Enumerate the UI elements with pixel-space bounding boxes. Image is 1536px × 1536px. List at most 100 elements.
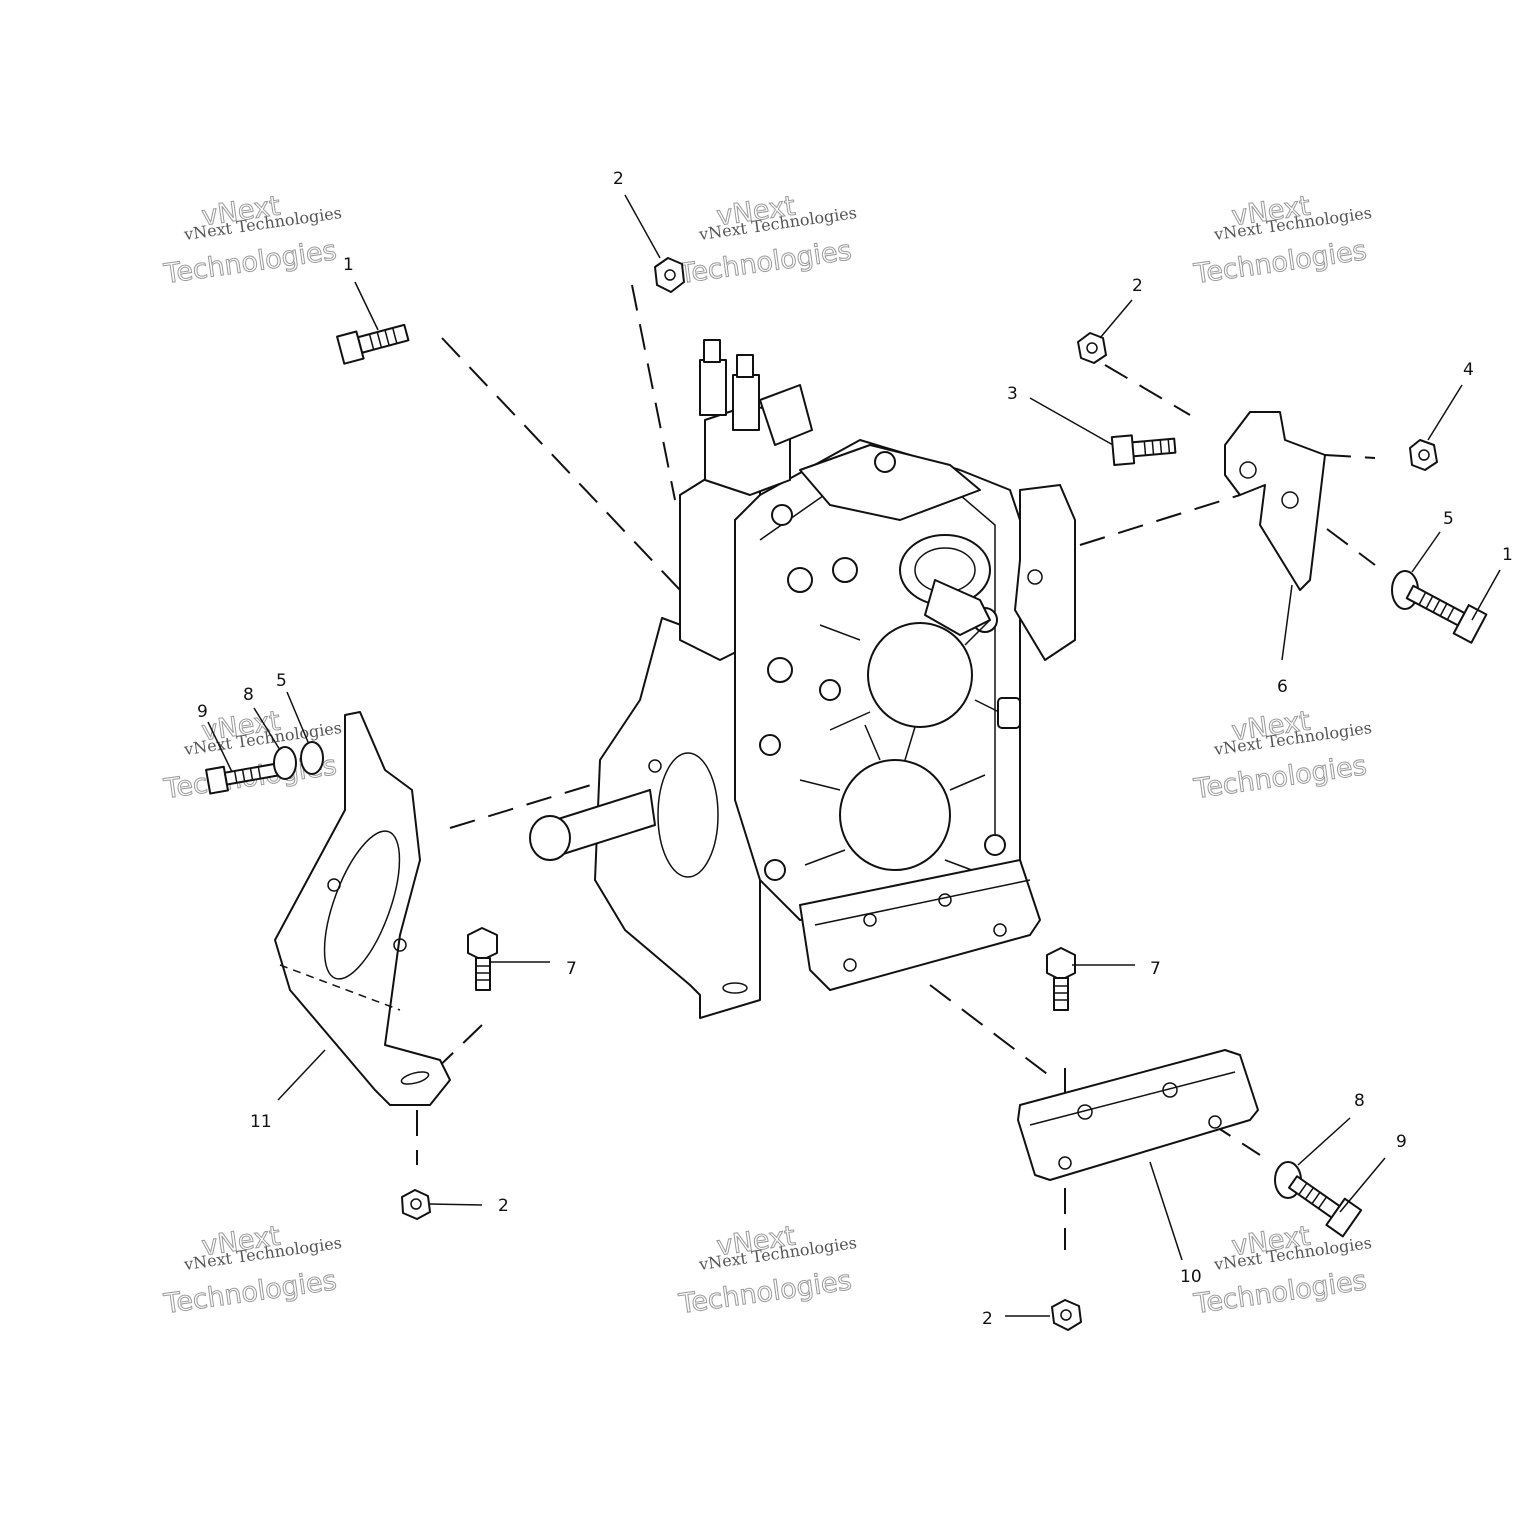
casing-ribs (799, 619, 1006, 876)
bolt-threads (1298, 1182, 1328, 1209)
callout-2-lower-left: 2 (498, 1196, 509, 1216)
case-knob (787, 567, 813, 593)
nut-2-right (1077, 332, 1107, 364)
leader-5-left (286, 691, 309, 743)
bracket-11 (274, 711, 451, 1106)
washer-8-left (273, 746, 297, 780)
callout-10: 10 (1180, 1267, 1202, 1287)
dash-line-bolt1 (441, 337, 681, 591)
case-bottom-bracket-fold (814, 879, 1031, 926)
watermark-top-left: vNext vNext Technologies Technologies (161, 190, 343, 291)
nut-2-top (654, 257, 685, 293)
bolt-shank (1405, 584, 1466, 627)
bracket-6-hole-bottom (1281, 491, 1299, 509)
leader-1-right (1471, 569, 1501, 621)
bolt-head (205, 765, 229, 795)
callout-7-right: 7 (1150, 959, 1161, 979)
washer-5-left (300, 741, 324, 775)
bracket-10-hole (1162, 1082, 1178, 1098)
nut-2-top-hole (664, 269, 676, 281)
bracket-6 (1224, 411, 1326, 591)
mount-plate-slot (657, 752, 719, 878)
bolt-7-left (467, 927, 498, 991)
electrical-connector (759, 384, 813, 446)
input-shaft-spline-end (529, 815, 571, 861)
dash-line-bracket6 (1079, 494, 1241, 546)
bolt-threads (476, 965, 490, 981)
bracket-6-hole-top (1239, 461, 1257, 479)
leader-9-right (1339, 1157, 1386, 1213)
bolt-7-right (1046, 947, 1076, 1011)
case-bolt-boss (764, 859, 786, 881)
bracket-11-body (274, 711, 451, 1106)
leader-6 (1281, 584, 1293, 661)
bolt-head (1046, 947, 1076, 981)
bracket-10 (1017, 1049, 1259, 1181)
nut-2-right-hole (1086, 342, 1098, 354)
leader-2-right (1099, 299, 1133, 339)
bolt-9-left (205, 762, 280, 795)
upper-round-cover (867, 622, 973, 728)
case-bolt-boss (874, 451, 896, 473)
callout-2-top: 2 (613, 169, 624, 189)
gearcase-top-cover (799, 444, 981, 521)
callout-7-left: 7 (566, 959, 577, 979)
bolt-shank (1053, 977, 1069, 1011)
case-bolt-boss (984, 834, 1006, 856)
leader-lines (207, 194, 1501, 1317)
watermark-top-center: vNext vNext Technologies Technologies (676, 190, 858, 291)
case-bottom-bracket-hole (993, 923, 1007, 937)
leader-5-right (1411, 531, 1441, 573)
leader-4 (1427, 384, 1463, 441)
nut-2-lower-right (1051, 1299, 1082, 1331)
callout-6: 6 (1277, 677, 1288, 697)
callout-2-lower-right: 2 (982, 1309, 993, 1329)
bolt-threads (1143, 439, 1171, 456)
callout-2-right: 2 (1132, 276, 1143, 296)
callout-11: 11 (250, 1112, 272, 1132)
bracket-11-hole (393, 938, 407, 952)
output-shaft-spline (924, 579, 991, 636)
bracket-10-fold (1029, 1071, 1236, 1126)
callout-9-left: 9 (197, 702, 208, 722)
case-bottom-bracket-hole (843, 958, 857, 972)
leader-2-top (624, 194, 661, 259)
bolt-threads (368, 327, 398, 350)
nut-2-lower-left-hole (410, 1198, 422, 1210)
leader-10 (1149, 1161, 1183, 1261)
case-bottom-bracket-hole (938, 893, 952, 907)
leader-2-lower-left (429, 1203, 483, 1206)
leader-8-right (1297, 1117, 1351, 1166)
bolt-1-left (336, 323, 410, 365)
watermark-top-right: vNext vNext Technologies Technologies (1191, 190, 1373, 291)
nut-2-lower-left (401, 1189, 431, 1220)
callout-8-right: 8 (1354, 1091, 1365, 1111)
actuator-post-right (732, 374, 760, 431)
lower-round-cover (839, 759, 951, 871)
callout-1-right: 1 (1502, 545, 1513, 565)
bolt-shank (1287, 1175, 1341, 1219)
case-knob (767, 657, 793, 683)
leader-3 (1029, 397, 1114, 446)
callout-5-left: 5 (276, 671, 287, 691)
actuator-stud-left (703, 339, 721, 363)
case-bolt-boss (771, 504, 793, 526)
bolt-1-right (1405, 584, 1488, 644)
bracket-10-body (1017, 1049, 1259, 1181)
bracket-11-slot (323, 830, 401, 980)
mount-plate-hole (648, 759, 662, 773)
nut-4 (1409, 439, 1438, 471)
callout-8-left: 8 (243, 685, 254, 705)
bracket-11-bend-line (279, 964, 401, 1011)
callout-numbers: 1 2 2 3 4 5 1 6 9 8 5 7 7 11 2 8 9 10 2 (197, 169, 1513, 1329)
bolt-9-right (1287, 1175, 1363, 1238)
watermark-bottom-right: vNext vNext Technologies Technologies (1191, 1220, 1373, 1321)
leader-1-left (354, 281, 379, 331)
nut-4-hole (1418, 449, 1430, 461)
nut-2-lower-right-hole (1060, 1309, 1072, 1321)
callout-3: 3 (1007, 384, 1018, 404)
dash-line-nut4 (1324, 454, 1376, 459)
leader-8-left (253, 707, 281, 751)
callout-4: 4 (1463, 360, 1474, 380)
